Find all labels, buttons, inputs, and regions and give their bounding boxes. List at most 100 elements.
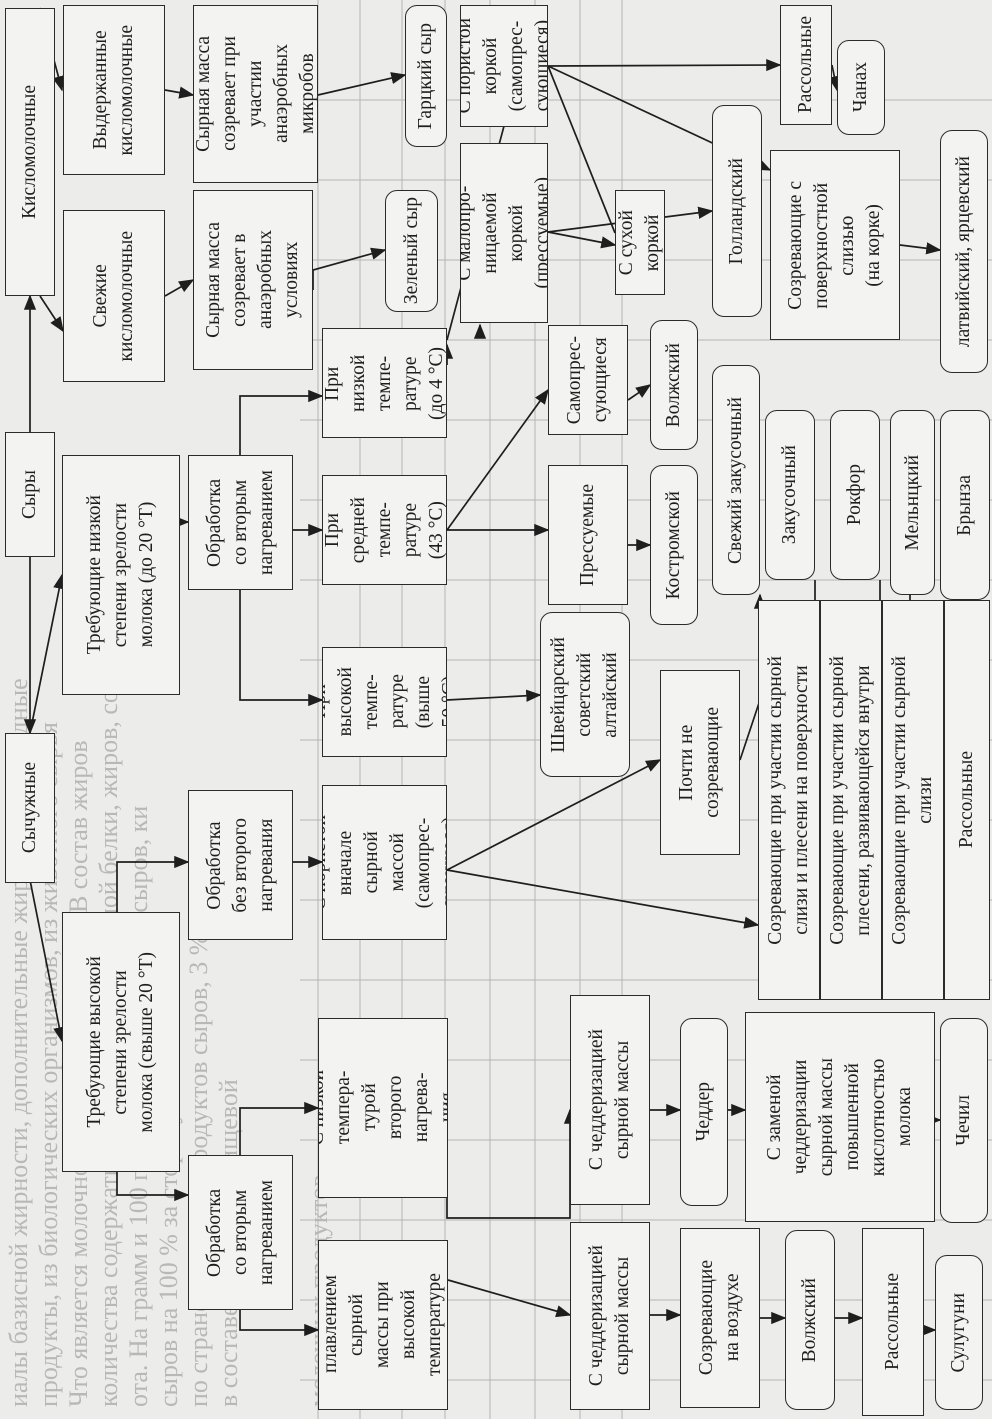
- node-shveitsarsky: Швейцарский советский алтайский: [540, 612, 630, 777]
- node-srednei-temperature-label: При средней темпе- ратуре (43 °С): [322, 496, 447, 564]
- node-pochti-ne-sozrevayushchie: Почти не созревающие: [660, 670, 740, 855]
- node-sliz: Созревающие при участии сырной слизи: [882, 600, 944, 1000]
- node-chanakh-label: Чанах: [850, 62, 871, 113]
- node-chedderizatsiei-2-label: С чеддеризацией сырной массы: [586, 1245, 633, 1387]
- node-sukhoi-korkoi-label: С сухой коркой: [616, 209, 663, 276]
- node-vyderzhannye-kislomolochnye: Выдержанные кисломолочные: [63, 5, 165, 175]
- connector-arrow: [447, 1279, 572, 1318]
- connector-arrow: [116, 1172, 190, 1202]
- node-svezhiy-zakusochny: Свежий закусочный: [712, 365, 760, 595]
- connector-arrow: [29, 573, 66, 734]
- node-zakusochny-label: Закусочный: [779, 445, 800, 545]
- node-kislomolochnye: Кисломолочные: [5, 8, 55, 296]
- connector-arrow: [547, 65, 616, 234]
- connector-arrow: [317, 72, 407, 96]
- node-brynza-label: Брынза: [954, 474, 975, 536]
- node-pressuemye-label: Прессуемые: [577, 483, 598, 587]
- node-plavleniem-label: С плавлением сырной массы при высокой те…: [320, 1273, 445, 1377]
- node-gollandsky: Голландский: [712, 105, 762, 317]
- node-kislomolochnye-label: Кисломолочные: [19, 84, 40, 219]
- node-nizkoi-temp-vtorogo-label: С низкой темпера- турой второго нагрева-…: [318, 1070, 448, 1146]
- node-poristoi-korkoi: С пористой коркой (самопрес- сующиеся): [460, 5, 548, 127]
- connector-arrow: [446, 759, 662, 871]
- node-rokfor: Рокфор: [830, 410, 880, 580]
- connector-arrow: [116, 855, 190, 912]
- connector-arrow: [164, 86, 195, 99]
- node-poristoi-vnachale-label: С пористой вначале сырной массой (самопр…: [322, 814, 447, 911]
- node-malopronitsaemoi-korkoi-label: С малопро- ницаемой коркой (прессуемые): [460, 177, 548, 289]
- node-plesen-vnutri: Созревающие при участии сырной плесени, …: [820, 600, 882, 1000]
- node-suluguni: Сулугуни: [935, 1255, 983, 1410]
- node-na-vozdukhe: Созревающие на воздухе: [680, 1228, 760, 1408]
- node-sliz-i-plesen-label: Созревающие при участии сырной слизи и п…: [765, 655, 812, 945]
- node-syry-label: Сыры: [19, 470, 40, 519]
- node-nizkoi-temp-vtorogo: С низкой темпера- турой второго нагрева-…: [318, 1018, 448, 1198]
- node-svezhie-kislomolochnye-label: Свежие кисломолочные: [90, 230, 137, 362]
- node-nizkoi-zrelosti: Требующие низкой степени зрелости молока…: [62, 455, 180, 695]
- connector-arrow: [739, 593, 767, 761]
- node-vysokoi-temperature: При высокой темпе- ратуре (выше 50 °С): [322, 647, 447, 757]
- node-chedderizatsiei-1: С чеддеризацией сырной массы: [570, 995, 650, 1205]
- node-sliz-label: Созревающие при участии сырной слизи: [889, 655, 936, 945]
- node-vysokoi-temperature-label: При высокой темпе- ратуре (выше 50 °С): [322, 667, 447, 737]
- node-rassolnye-3: Рассольные: [862, 1228, 924, 1416]
- node-nizkoi-zrelosti-label: Требующие низкой степени зрелости молока…: [84, 495, 157, 655]
- node-chedder: Чеддер: [680, 1018, 728, 1206]
- node-rassolnye-1: Рассольные: [780, 5, 832, 125]
- node-so-vtorym-nagrevaniem-1: Обработка со вторым нагреванием: [188, 455, 293, 590]
- node-svezhiy-zakusochny-label: Свежий закусочный: [725, 396, 746, 564]
- node-zamenoi-chedderizatsii-label: С заменой чеддеризации сырной массы повы…: [764, 1057, 915, 1177]
- connector-arrow: [547, 58, 782, 72]
- node-rassolnye-2: Рассольные: [944, 600, 990, 1000]
- connector-arrow: [39, 295, 64, 333]
- node-zelenyi-syr: Зеленый сыр: [385, 190, 438, 312]
- connector-arrow: [312, 247, 387, 290]
- node-chedderizatsiei-1-label: С чеддеризацией сырной массы: [586, 1029, 633, 1171]
- node-gollandsky-label: Голландский: [726, 157, 747, 265]
- node-zelenyi-syr-label: Зеленый сыр: [400, 197, 422, 305]
- node-volzhsky-2-label: Волжский: [799, 1277, 820, 1363]
- node-volzhsky-1: Волжский: [650, 320, 698, 450]
- node-na-vozdukhe-label: Созревающие на воздухе: [696, 1260, 743, 1376]
- node-srednei-temperature: При средней темпе- ратуре (43 °С): [322, 475, 447, 585]
- node-plesen-vnutri-label: Созревающие при участии сырной плесени, …: [827, 655, 874, 945]
- node-kostromskoi: Костромской: [650, 465, 698, 625]
- connector-arrow: [547, 231, 617, 249]
- node-sychuzhnye-label: Сычужные: [19, 762, 40, 854]
- connector-arrow: [239, 1310, 320, 1337]
- connector-arrow: [446, 689, 542, 702]
- node-rassolnye-3-label: Рассольные: [882, 1273, 903, 1371]
- connector-arrow: [446, 1108, 577, 1219]
- node-malopronitsaemoi-korkoi: С малопро- ницаемой коркой (прессуемые): [460, 143, 548, 323]
- node-anaerobnye-mikroby-label: Сырная масса созревает при участии анаэр…: [193, 36, 318, 152]
- node-chechil: Чечил: [940, 1018, 988, 1223]
- node-zamenoi-chedderizatsii: С заменой чеддеризации сырной массы повы…: [745, 1012, 935, 1222]
- node-svezhie-kislomolochnye: Свежие кисломолочные: [63, 210, 165, 382]
- node-vysokoi-zrelosti-label: Требующие высокой степени зрелости молок…: [84, 951, 157, 1133]
- node-vysokoi-zrelosti: Требующие высокой степени зрелости молок…: [62, 912, 180, 1172]
- node-anaerobnye-mikroby: Сырная масса созревает при участии анаэр…: [193, 5, 318, 183]
- node-rassolnye-1-label: Рассольные: [795, 16, 816, 114]
- node-volzhsky-1-label: Волжский: [663, 342, 684, 428]
- node-volzhsky-2: Волжский: [785, 1230, 835, 1410]
- node-syry: Сыры: [5, 432, 55, 557]
- node-rokfor-label: Рокфор: [844, 464, 865, 526]
- node-anaerobnye-usloviya-label: Сырная масса созревает в анаэробных усло…: [203, 222, 302, 338]
- connector-arrow: [29, 879, 66, 1043]
- node-chedderizatsiei-2: С чеддеризацией сырной массы: [570, 1222, 650, 1410]
- node-latviysky-label: латвийский, ярцевский: [953, 155, 974, 348]
- node-plavleniem: С плавлением сырной массы при высокой те…: [318, 1240, 448, 1410]
- node-suluguni-label: Сулугуни: [948, 1292, 969, 1373]
- node-melnitsky-label: Мельнцкий: [901, 454, 923, 551]
- connector-arrow: [828, 64, 841, 92]
- node-bez-vtorogo-nagrevaniya: Обработка без второго нагревания: [188, 790, 293, 940]
- connector-arrow: [446, 869, 760, 929]
- connector-arrow: [164, 279, 195, 297]
- node-pressuemye: Прессуемые: [548, 465, 628, 605]
- node-chanakh: Чанах: [837, 40, 885, 135]
- node-gartsky-syr: Гарцкий сыр: [405, 5, 447, 147]
- node-gartsky-syr-label: Гарцкий сыр: [415, 22, 436, 130]
- connector-arrow: [627, 384, 652, 401]
- node-nizkoi-temperature: При низкой темпе- ратуре (до 4 °С): [322, 328, 447, 438]
